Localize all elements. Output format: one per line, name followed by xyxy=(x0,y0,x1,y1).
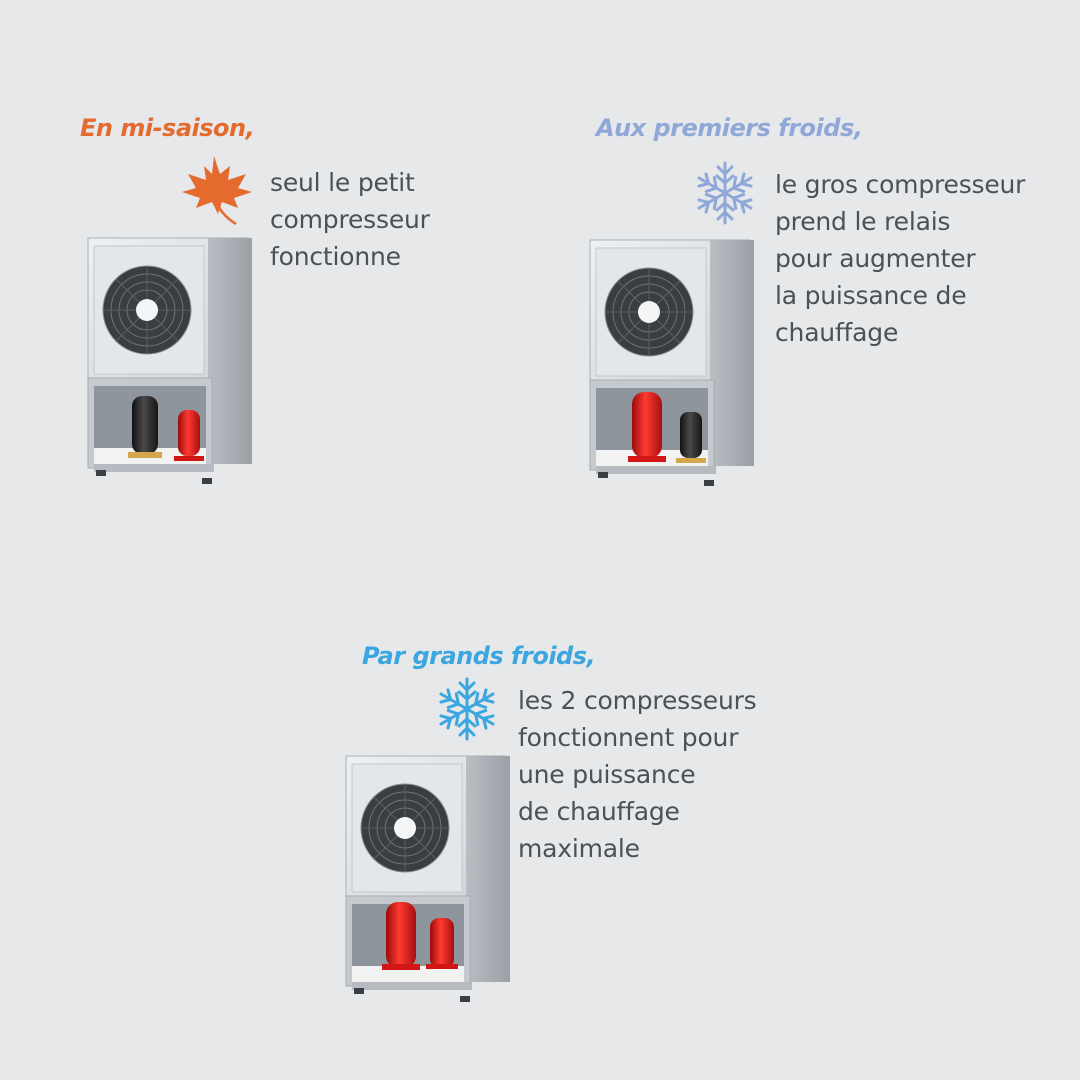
season-description: les 2 compresseurs fonctionnent pour une… xyxy=(518,682,757,867)
season-title: En mi-saison, xyxy=(80,114,255,142)
maple-leaf-icon xyxy=(176,152,256,232)
big-compressor xyxy=(628,392,666,462)
small-compressor xyxy=(128,396,162,458)
season-title: Aux premiers froids, xyxy=(596,114,863,142)
season-title: Par grands froids, xyxy=(362,642,596,670)
description-line: pour augmenter xyxy=(775,244,976,273)
description-line: seul le petit xyxy=(270,168,415,197)
snowflake-icon xyxy=(432,674,502,748)
big-compressor xyxy=(382,902,420,970)
snowflake-icon xyxy=(690,158,760,232)
season-description: seul le petit compresseur fonctionne xyxy=(270,164,430,275)
description-line: une puissance xyxy=(518,760,696,789)
big-compressor xyxy=(174,410,204,461)
season-description: le gros compresseur prend le relais pour… xyxy=(775,166,1025,351)
small-compressor xyxy=(426,918,458,969)
heat-pump-unit xyxy=(342,752,517,1012)
description-line: la puissance de xyxy=(775,281,967,310)
description-line: compresseur xyxy=(270,205,430,234)
heat-pump-unit xyxy=(84,234,259,494)
description-line: fonctionne xyxy=(270,242,401,271)
description-line: de chauffage xyxy=(518,797,680,826)
heat-pump-unit xyxy=(586,236,761,496)
description-line: le gros compresseur xyxy=(775,170,1026,199)
description-line: chauffage xyxy=(775,318,899,347)
description-line: fonctionnent pour xyxy=(518,723,739,752)
description-line: maximale xyxy=(518,834,640,863)
small-compressor xyxy=(676,412,706,463)
description-line: les 2 compresseurs xyxy=(518,686,757,715)
description-line: prend le relais xyxy=(775,207,951,236)
